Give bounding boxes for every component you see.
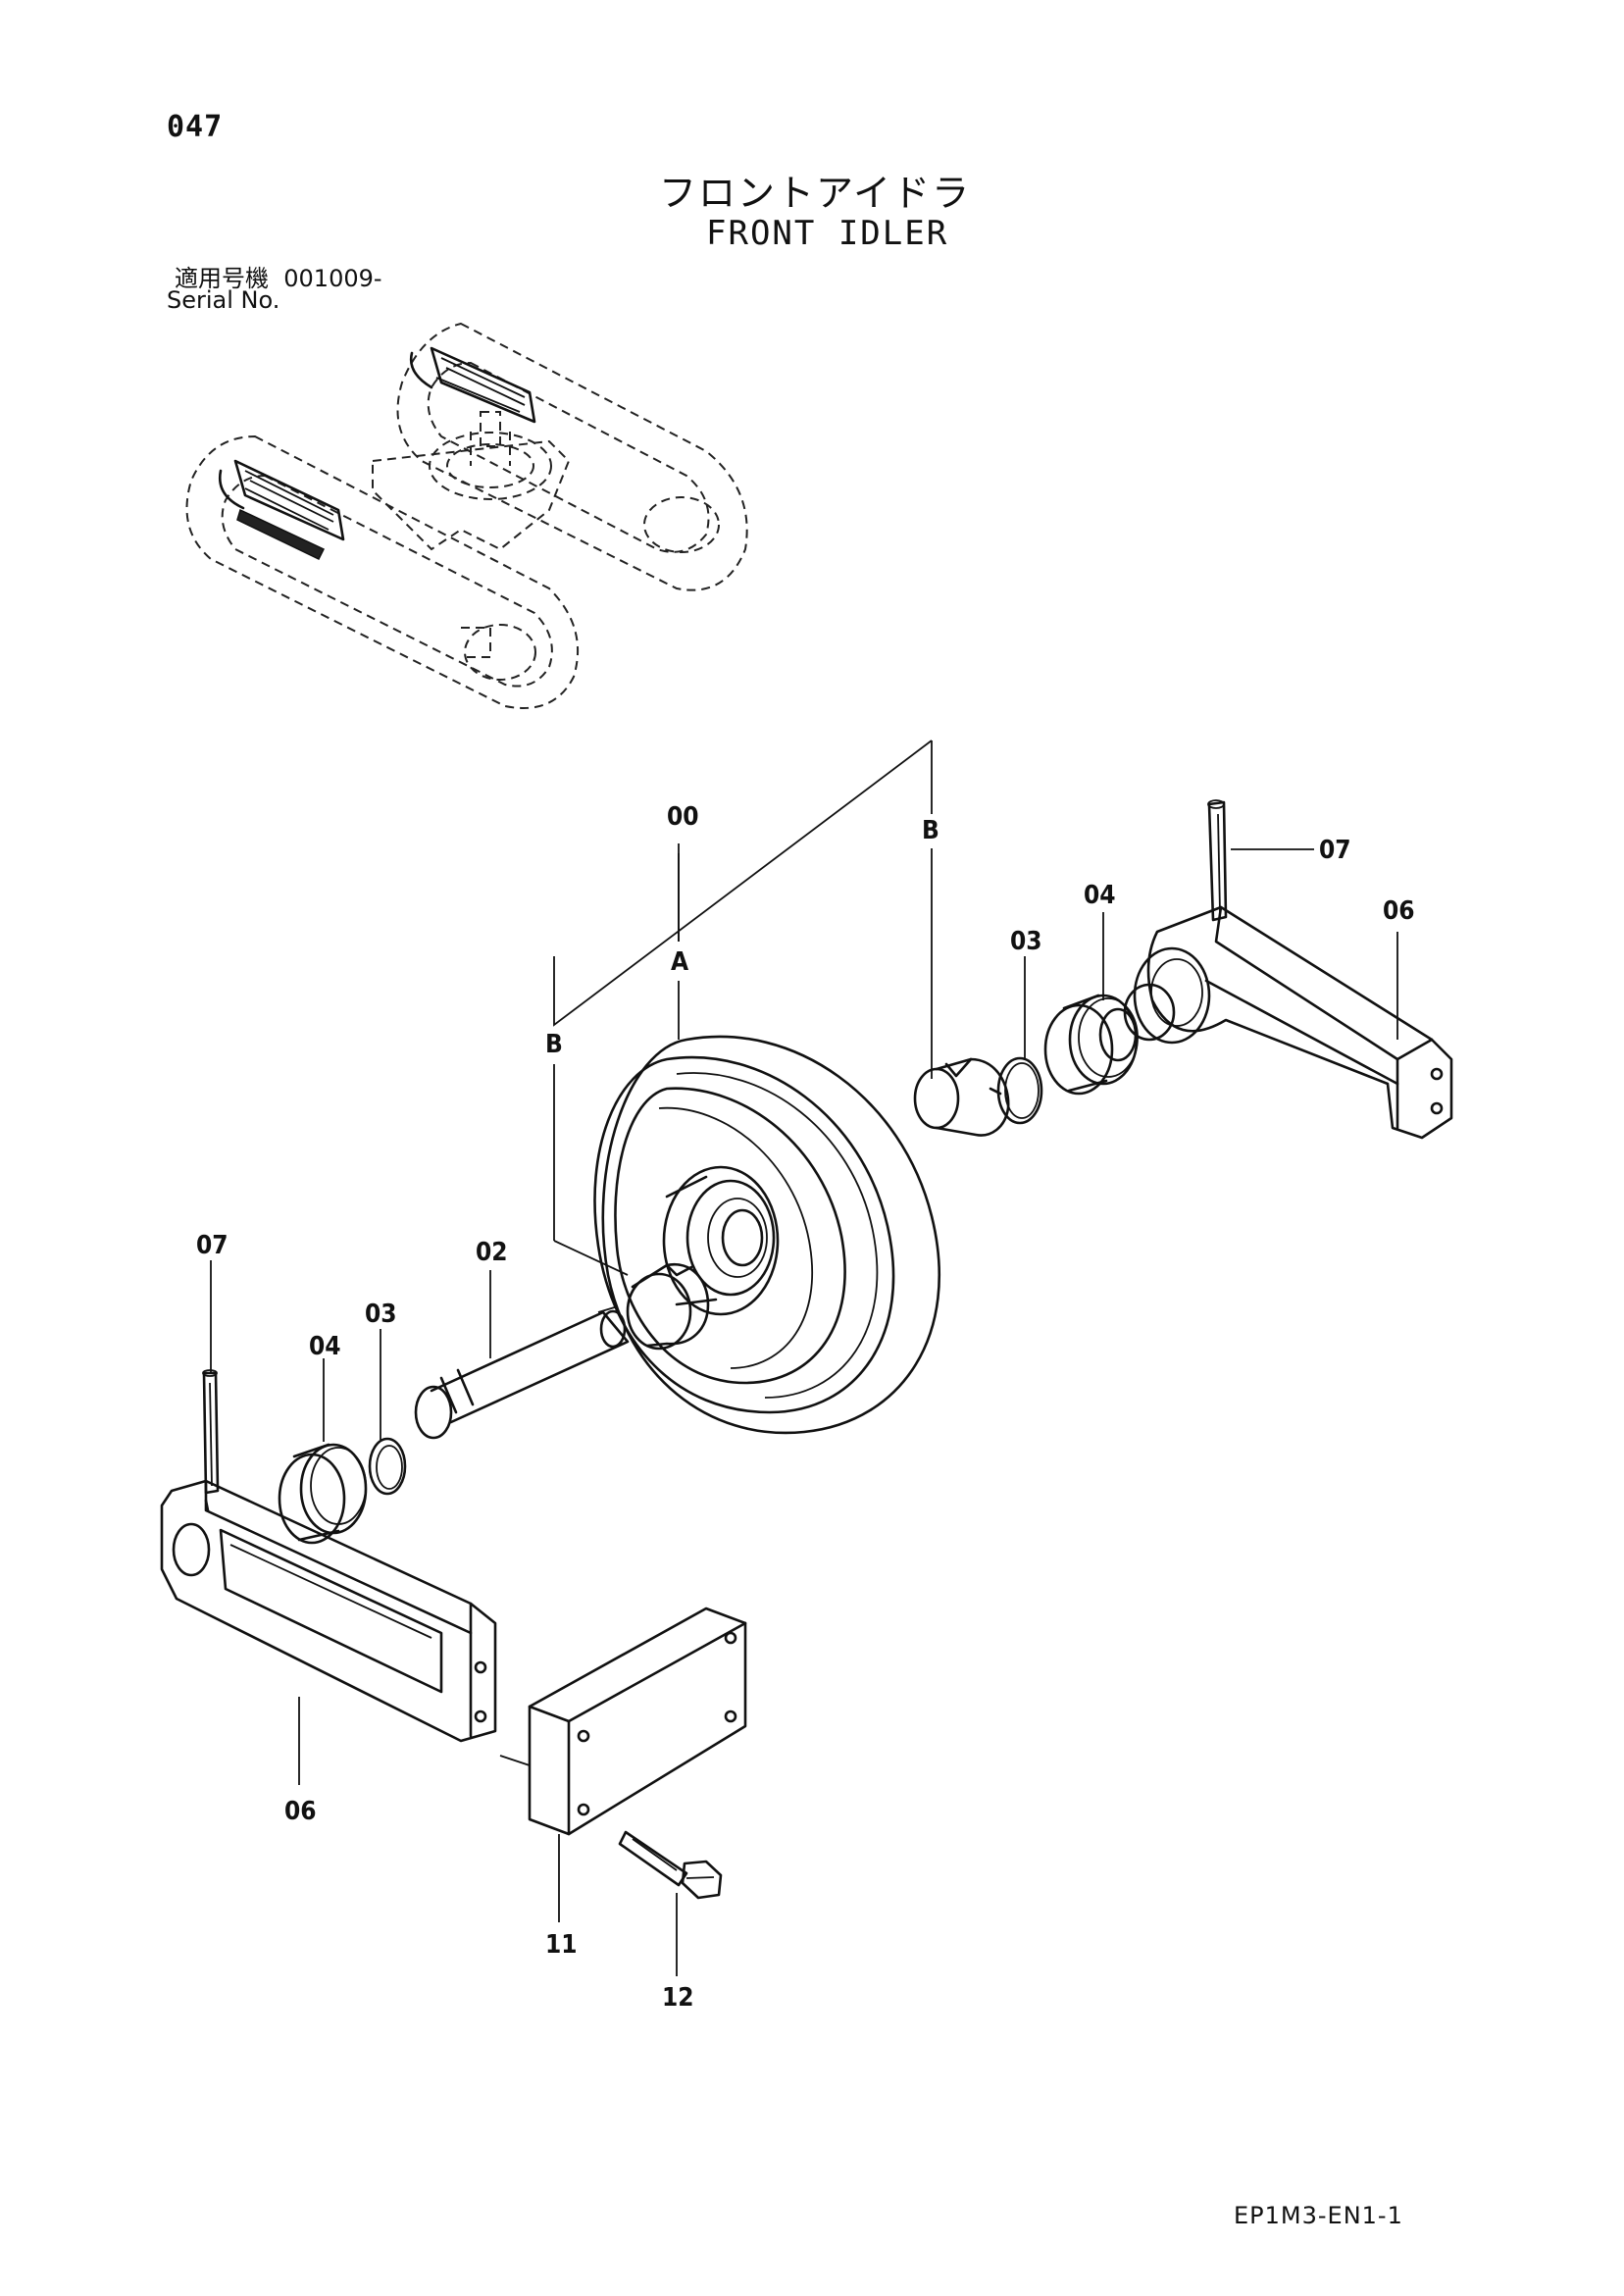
idler-shaft — [414, 1305, 630, 1440]
o-ring-right — [996, 1056, 1043, 1125]
serial-label-jp-text: 適用号機 — [175, 265, 269, 292]
spring-pin-right — [1207, 799, 1228, 922]
callout-00: 00 — [667, 802, 699, 832]
callout-B-left: B — [545, 1030, 563, 1059]
assembly-bracket — [553, 740, 933, 1276]
plate-block — [528, 1607, 747, 1836]
floating-seal-left — [278, 1443, 368, 1545]
callout-02: 02 — [476, 1238, 508, 1267]
callout-12: 12 — [662, 1983, 694, 2013]
title-japanese: フロントアイドラ — [659, 172, 972, 215]
serial-label-japanese: 適用号機 001009- — [175, 259, 382, 293]
callout-A: A — [671, 947, 689, 977]
page-number: 047 — [167, 110, 224, 144]
callout-06-right: 06 — [1383, 896, 1415, 926]
callout-04-left: 04 — [309, 1332, 341, 1361]
bushing-left — [626, 1262, 710, 1351]
serial-label-english: Serial No. — [167, 286, 280, 314]
overview-idler-rear — [409, 346, 536, 424]
serial-number-value: 001009- — [283, 265, 382, 292]
callout-07-right: 07 — [1319, 836, 1351, 865]
undercarriage-overview — [185, 322, 748, 709]
callout-11: 11 — [545, 1930, 578, 1960]
document-code: EP1M3-EN1-1 — [1234, 2202, 1403, 2229]
spring-pin-left — [202, 1369, 220, 1495]
callout-07-left: 07 — [196, 1231, 228, 1260]
callout-B-top: B — [922, 816, 939, 845]
callout-06-left: 06 — [284, 1797, 317, 1826]
idler-wheel — [593, 1035, 940, 1435]
callout-04-right: 04 — [1084, 881, 1116, 910]
support-bracket-right — [1123, 905, 1453, 1140]
overview-idler-front — [218, 459, 345, 560]
hex-bolt — [618, 1830, 723, 1900]
title-english: FRONT IDLER — [706, 214, 949, 253]
callout-03-right: 03 — [1010, 927, 1042, 956]
o-ring-left — [368, 1437, 407, 1496]
leader-lines — [210, 843, 1398, 1976]
support-bracket-left — [160, 1479, 497, 1743]
bushing-right — [913, 1057, 1010, 1137]
callout-03-left: 03 — [365, 1300, 397, 1329]
